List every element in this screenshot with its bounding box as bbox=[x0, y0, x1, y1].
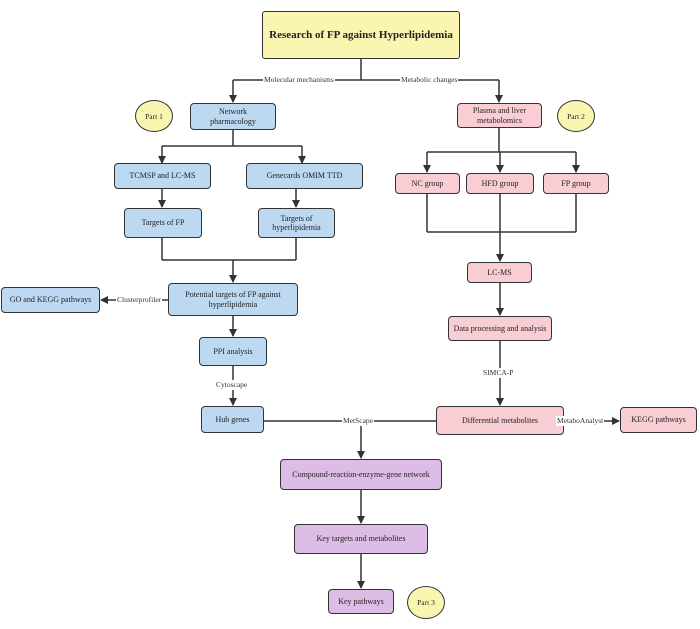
label-molecular-mechanisms: Molecular mechanisms bbox=[263, 75, 335, 85]
label-metaboanalyst: MetaboAnalyst bbox=[556, 416, 605, 426]
targets-hyperlipidemia-box: Targets of hyperlipidemia bbox=[258, 208, 335, 238]
potential-targets-box: Potential targets of FP against hyperlip… bbox=[168, 283, 298, 316]
fp-group-box: FP group bbox=[543, 173, 609, 194]
part-3-badge: Part 3 bbox=[407, 586, 445, 619]
ppi-analysis-box: PPI analysis bbox=[199, 337, 267, 366]
hub-genes-box: Hub genes bbox=[201, 406, 264, 433]
go-kegg-pathways-box: GO and KEGG pathways bbox=[1, 287, 100, 313]
lcms-box: LC-MS bbox=[467, 262, 532, 283]
nc-group-box: NC group bbox=[395, 173, 460, 194]
part-1-badge: Part 1 bbox=[135, 100, 173, 132]
key-pathways-box: Key pathways bbox=[328, 589, 394, 614]
network-pharmacology-box: Network pharmacology bbox=[190, 103, 276, 130]
label-cytoscape: Cytoscape bbox=[215, 380, 249, 390]
targets-fp-box: Targets of FP bbox=[124, 208, 202, 238]
title-box: Research of FP against Hyperlipidemia bbox=[262, 11, 460, 59]
label-metabolic-changes: Metabolic changes bbox=[400, 75, 459, 85]
label-metscape: MetScape bbox=[342, 416, 374, 426]
tcmsp-lcms-box: TCMSP and LC-MS bbox=[114, 163, 211, 189]
compound-network-box: Compound-reaction-enzyme-gene network bbox=[280, 459, 442, 490]
label-simca-p: SIMCA-P bbox=[482, 368, 515, 378]
data-processing-box: Data processing and analysis bbox=[448, 316, 552, 341]
part-2-badge: Part 2 bbox=[557, 100, 595, 132]
plasma-liver-metabolomics-box: Plasma and liver metabolomics bbox=[457, 103, 542, 128]
kegg-pathways-box: KEGG pathways bbox=[620, 407, 697, 433]
differential-metabolites-box: Differential metabolites bbox=[436, 406, 564, 435]
key-targets-metabolites-box: Key targets and metabolites bbox=[294, 524, 428, 554]
genecards-box: Genecards OMIM TTD bbox=[246, 163, 363, 189]
hfd-group-box: HFD group bbox=[466, 173, 534, 194]
label-clusterprofiler: Clusterprofiler bbox=[116, 295, 163, 305]
